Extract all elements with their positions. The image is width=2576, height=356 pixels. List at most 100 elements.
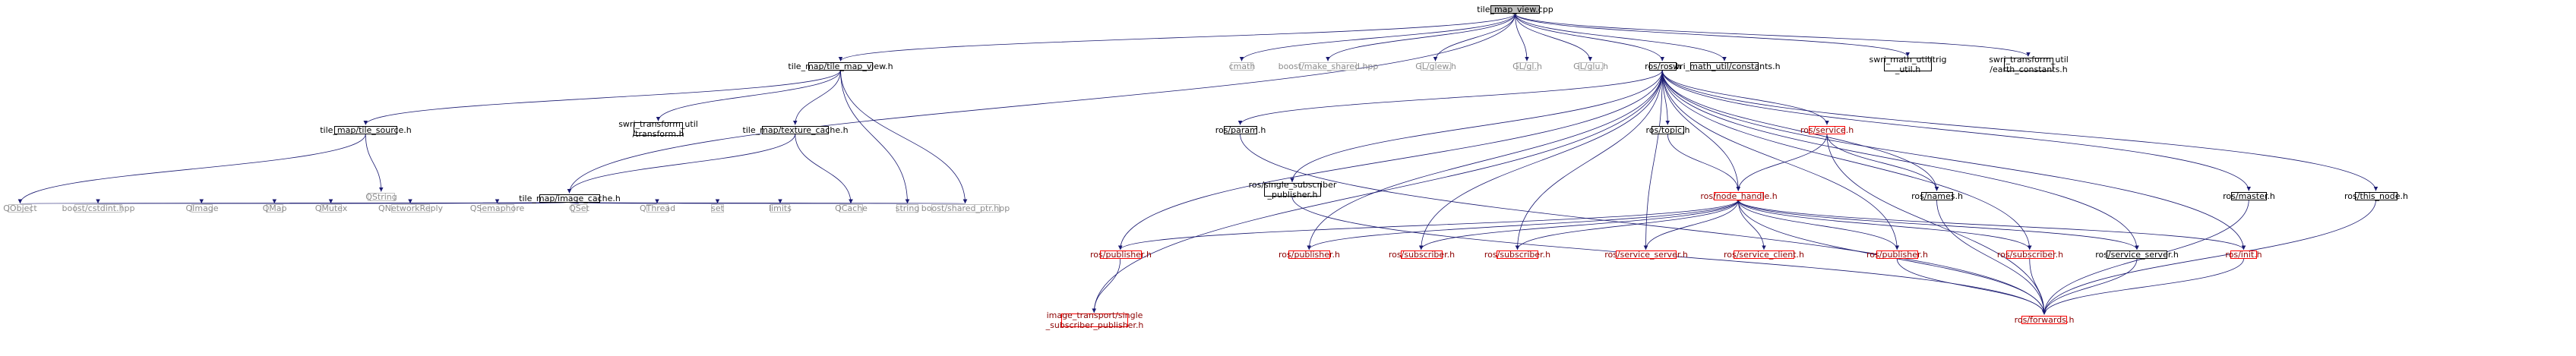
- node-qmutex[interactable]: QMutex: [314, 203, 348, 213]
- node-swri-earth[interactable]: swri_transform_util /earth_constants.h: [1989, 55, 2069, 74]
- node-swri-constants[interactable]: swri_math_util/constants.h: [1668, 61, 1781, 71]
- node-ros-publisher-c[interactable]: ros/publisher.h: [1866, 250, 1928, 260]
- edge-ros-ros-to-ros-node-handle: [1661, 70, 1741, 191]
- edge-ros-ros-to-ros-master: [1661, 70, 2251, 191]
- node-ros-topic[interactable]: ros/topic.h: [1645, 125, 1690, 135]
- edge-ros-service-to-ros-names: [1826, 134, 1939, 191]
- edge-tile-map-view-cpp-to-ros-ros: [1515, 13, 1665, 61]
- node-ros-names[interactable]: ros/names.h: [1911, 191, 1963, 201]
- node-ros-publisher-a[interactable]: ros/publisher.h: [1090, 250, 1152, 260]
- node-ros-publisher-b[interactable]: ros/publisher.h: [1279, 250, 1340, 260]
- edge-tile-map-view-cpp-to-gl: [1515, 13, 1529, 61]
- edge-ros-ros-to-ros-service: [1661, 70, 1829, 125]
- node-image-cache[interactable]: tile_map/image_cache.h: [519, 194, 621, 203]
- edge-tile-map-view-cpp-to-glew: [1433, 13, 1516, 61]
- edge-tile-map-view-cpp-to-tile-map-view-h: [838, 13, 1516, 61]
- edge-tile-map-view-cpp-to-glu: [1515, 13, 1593, 61]
- edge-ros-node-handle-to-ros-publisher-a: [1118, 200, 1739, 250]
- edge-ros-ros-to-ros-this-node: [1661, 70, 2378, 191]
- node-qimage[interactable]: QImage: [185, 203, 219, 213]
- edge-tile-map-view-cpp-to-image-cache: [567, 13, 1516, 194]
- edge-ros-node-handle-to-ros-service-server-a: [1643, 200, 1739, 250]
- node-ros-subscriber-c[interactable]: ros/subscriber.h: [1996, 250, 2064, 260]
- node-ros-node-handle[interactable]: ros/node_handle.h: [1700, 191, 1778, 201]
- node-ros-init[interactable]: ros/init.h: [2225, 250, 2262, 260]
- edge-ros-ros-to-ros-subscriber-b: [1515, 70, 1663, 250]
- node-ros-forwards[interactable]: ros/forwards.h: [2014, 315, 2075, 325]
- node-swri-transform[interactable]: swri_transform_util /transform.h: [618, 119, 698, 139]
- node-ros-service-server-a[interactable]: ros/service_server.h: [1604, 250, 1688, 260]
- edge-texture-cache-to-image-cache: [567, 134, 796, 194]
- edge-ros-ros-to-ros-publisher-a: [1117, 70, 1663, 250]
- node-glew[interactable]: GL/glew.h: [1415, 61, 1456, 71]
- edge-tile-source-to-qstring: [365, 134, 384, 192]
- edge-tile-map-view-cpp-to-swri-trig: [1515, 13, 1910, 57]
- edge-tile-map-view-cpp-to-make-shared: [1326, 13, 1516, 61]
- node-qcache[interactable]: QCache: [835, 203, 868, 213]
- node-swri-trig[interactable]: swri_math_util/trig _util.h: [1869, 55, 1947, 74]
- edge-ros-topic-to-ros-node-handle: [1667, 134, 1741, 191]
- edge-ros-node-handle-to-ros-publisher-b: [1307, 200, 1739, 250]
- node-ros-ros[interactable]: ros/ros.h: [1645, 61, 1681, 71]
- edge-ros-init-to-ros-forwards: [2042, 258, 2244, 315]
- node-tile-map-view-h[interactable]: tile_map/tile_map_view.h: [788, 61, 893, 71]
- node-set[interactable]: set: [711, 203, 724, 213]
- edge-tile-map-view-cpp-to-swri-earth: [1515, 13, 2031, 57]
- node-ros-subscriber-a[interactable]: ros/subscriber.h: [1388, 250, 1456, 260]
- edge-ros-ros-to-ros-single-sub: [1290, 70, 1663, 183]
- edge-ros-node-handle-to-ros-subscriber-b: [1515, 200, 1739, 250]
- edge-tile-map-view-h-to-shared-ptr: [840, 70, 968, 204]
- edge-ros-service-to-ros-node-handle: [1736, 134, 1828, 191]
- node-ros-param[interactable]: ros/param.h: [1215, 125, 1266, 135]
- edge-ros-ros-to-ros-names: [1661, 70, 1939, 191]
- edge-ros-param-to-ros-forwards: [1240, 134, 2047, 315]
- node-texture-cache[interactable]: tile_map/texture_cache.h: [742, 125, 849, 135]
- node-string[interactable]: string: [895, 203, 920, 213]
- edge-tile-map-view-h-to-tile-source: [363, 70, 841, 125]
- node-qnetworkreply[interactable]: QNetworkReply: [378, 203, 444, 213]
- node-ros-this-node[interactable]: ros/this_node.h: [2344, 191, 2408, 201]
- edge-ros-node-handle-to-ros-init: [1737, 200, 2246, 250]
- node-qmap[interactable]: QMap: [262, 203, 287, 213]
- edge-ros-node-handle-to-ros-service-client: [1737, 200, 1766, 250]
- edge-tile-map-view-h-to-swri-transform: [656, 70, 841, 121]
- edge-tile-map-view-cpp-to-cmath: [1239, 13, 1516, 61]
- node-make-shared[interactable]: boost/make_shared.hpp: [1278, 61, 1379, 71]
- node-qthread[interactable]: QThread: [639, 203, 676, 213]
- node-image-transport-ssp[interactable]: image_transport/single _subscriber_publi…: [1045, 310, 1144, 330]
- node-ros-service[interactable]: ros/service.h: [1800, 125, 1854, 135]
- edge-ros-ros-to-image-transport-ssp: [1092, 70, 1663, 313]
- edge-ros-ros-to-ros-init: [1661, 70, 2246, 250]
- edge-ros-node-handle-to-ros-subscriber-c: [1737, 200, 2032, 250]
- node-qset[interactable]: QSet: [569, 203, 589, 213]
- node-ros-subscriber-b[interactable]: ros/subscriber.h: [1484, 250, 1551, 260]
- node-tile-source[interactable]: tile_map/tile_source.h: [320, 125, 412, 135]
- node-cstdint[interactable]: boost/cstdint.hpp: [62, 203, 135, 213]
- node-tile-map-view-cpp[interactable]: tile_map_view.cpp: [1477, 5, 1554, 14]
- node-cmath[interactable]: cmath: [1228, 61, 1256, 71]
- edge-texture-cache-to-qcache: [795, 134, 853, 204]
- edge-ros-ros-to-ros-publisher-b: [1307, 70, 1663, 250]
- node-gl[interactable]: GL/gl.h: [1512, 61, 1542, 71]
- edge-ros-publisher-c-to-ros-forwards: [1896, 258, 2047, 315]
- node-qobject[interactable]: QObject: [3, 203, 37, 213]
- node-glu[interactable]: GL/glu.h: [1573, 61, 1608, 71]
- edge-ros-publisher-a-to-image-transport-ssp: [1092, 258, 1121, 313]
- edge-tile-map-view-h-to-texture-cache: [792, 70, 841, 125]
- node-ros-service-server-b[interactable]: ros/service_server.h: [2095, 250, 2179, 260]
- node-ros-service-client[interactable]: ros/service_client.h: [1723, 250, 1805, 260]
- node-ros-master[interactable]: ros/master.h: [2223, 191, 2275, 201]
- node-limits[interactable]: limits: [769, 203, 792, 213]
- node-shared-ptr[interactable]: boost/shared_ptr.hpp: [921, 203, 1010, 213]
- node-qstring[interactable]: QString: [365, 192, 397, 202]
- edge-ros-ros-to-ros-service-server-b: [1661, 70, 2139, 250]
- edge-ros-this-node-to-ros-forwards: [2042, 200, 2376, 315]
- edge-ros-ros-to-ros-subscriber-c: [1661, 70, 2032, 250]
- edge-ros-service-server-b-to-ros-forwards: [2042, 258, 2138, 315]
- node-ros-single-sub[interactable]: ros/single_subscriber _publisher.h: [1248, 180, 1337, 200]
- node-qsemaphore[interactable]: QSemaphore: [469, 203, 525, 213]
- edge-ros-node-handle-to-ros-publisher-c: [1737, 200, 1900, 250]
- edge-ros-ros-to-ros-publisher-c: [1661, 70, 1900, 250]
